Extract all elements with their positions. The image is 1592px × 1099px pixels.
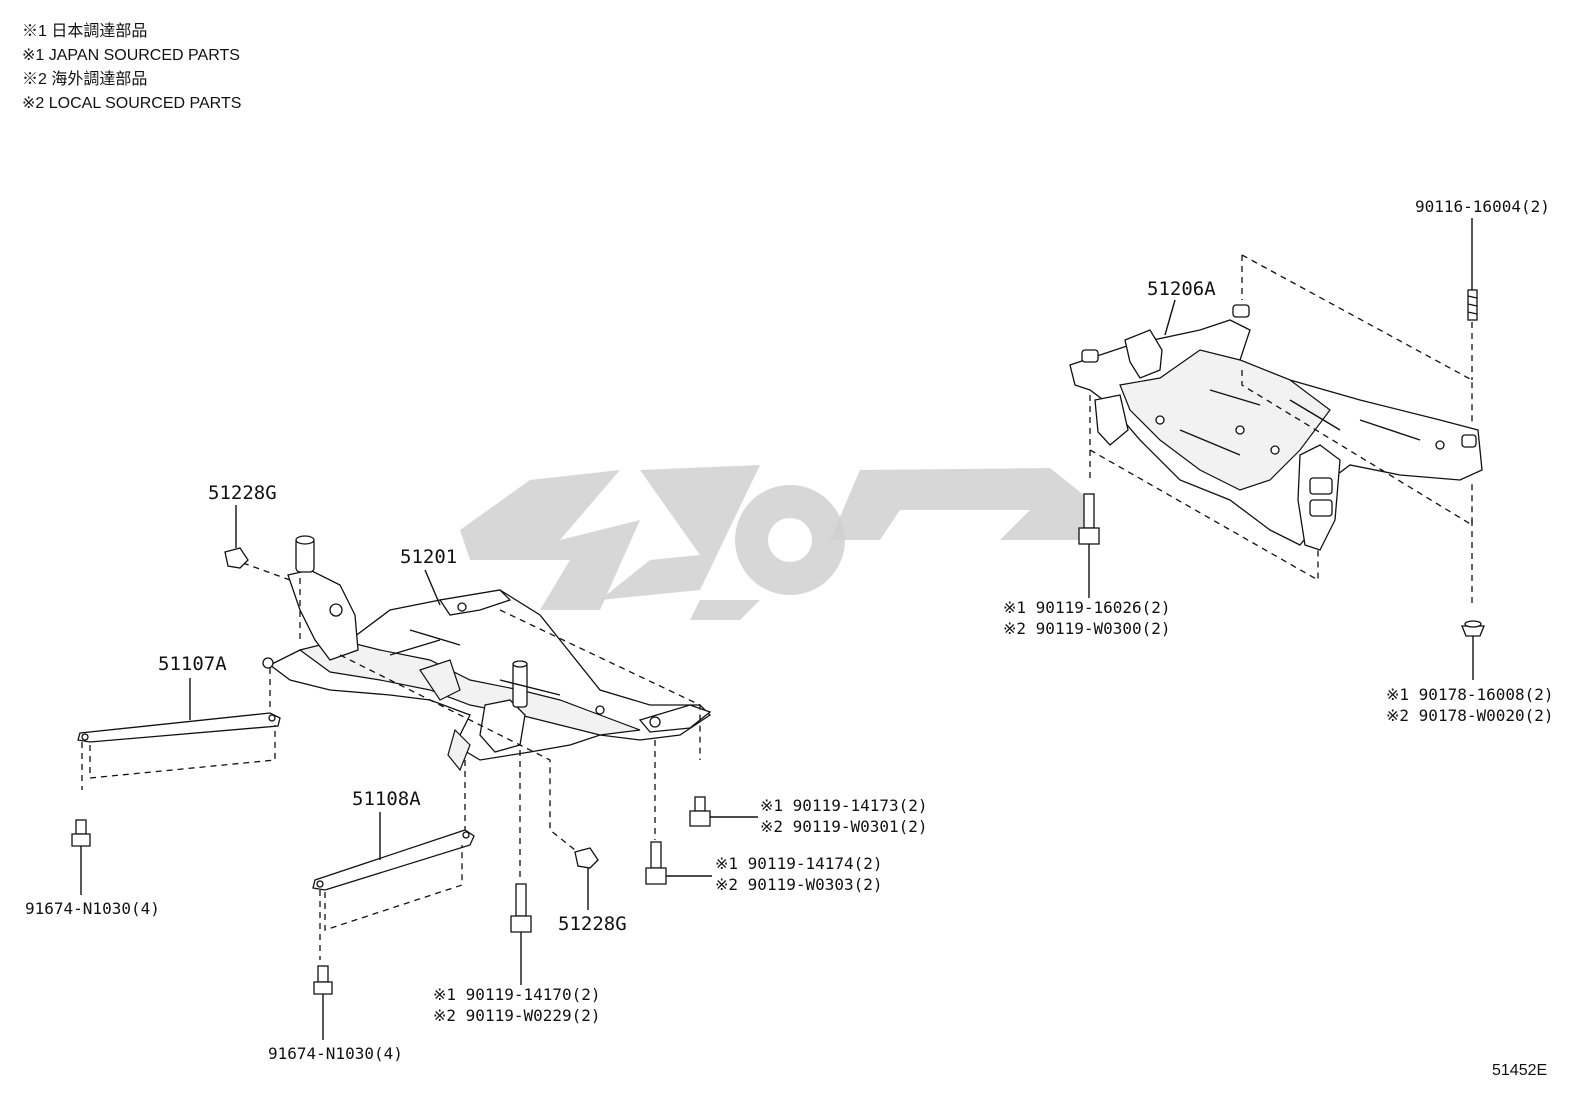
note-japan-en: ※1 JAPAN SOURCED PARTS bbox=[22, 47, 240, 64]
note-local-en: ※2 LOCAL SOURCED PARTS bbox=[22, 95, 241, 112]
label-90119-16026-j: ※1 90119-16026(2) bbox=[1003, 598, 1171, 617]
rear-crossmember-51206a bbox=[1069, 304, 1483, 551]
label-90119-w0229-l: ※2 90119-W0229(2) bbox=[433, 1006, 601, 1025]
label-90178-w0020-l: ※2 90178-W0020(2) bbox=[1386, 706, 1554, 725]
label-90119-14173-j: ※1 90119-14173(2) bbox=[760, 796, 928, 815]
bolt-90119-14170 bbox=[510, 883, 532, 985]
brace-51107a bbox=[77, 678, 281, 743]
nut-90178-16008 bbox=[1461, 620, 1485, 680]
label-51108a: 51108A bbox=[352, 788, 421, 810]
label-90178-16008-j: ※1 90178-16008(2) bbox=[1386, 685, 1554, 704]
label-90116-16004: 90116-16004(2) bbox=[1415, 197, 1550, 216]
label-90119-14170-j: ※1 90119-14170(2) bbox=[433, 985, 601, 1004]
label-90119-w0303-l: ※2 90119-W0303(2) bbox=[715, 875, 883, 894]
bolt-91674-left bbox=[71, 819, 91, 895]
brace-51108a bbox=[312, 812, 475, 891]
label-51107a: 51107A bbox=[158, 653, 227, 675]
bolt-90119-16026 bbox=[1078, 493, 1100, 598]
label-90119-14174-j: ※1 90119-14174(2) bbox=[715, 854, 883, 873]
watermark-logo bbox=[460, 465, 1090, 620]
label-51228g-bottom: 51228G bbox=[558, 913, 627, 935]
bolt-90119-14174 bbox=[645, 841, 712, 885]
note-local-jp: ※2 海外調達部品 bbox=[22, 70, 147, 88]
bracket-51228g-top bbox=[224, 505, 249, 569]
bolt-90119-14173 bbox=[689, 796, 758, 827]
label-90119-w0301-l: ※2 90119-W0301(2) bbox=[760, 817, 928, 836]
note-japan-jp: ※1 日本調達部品 bbox=[22, 22, 147, 40]
label-91674-left: 91674-N1030(4) bbox=[25, 899, 160, 918]
bolt-91674-bottom bbox=[313, 965, 333, 1040]
sourcing-notes: ※1 日本調達部品 ※1 JAPAN SOURCED PARTS ※2 海外調達… bbox=[22, 22, 241, 112]
stud-90116-16004 bbox=[1467, 218, 1478, 380]
label-90119-w0300-l: ※2 90119-W0300(2) bbox=[1003, 619, 1171, 638]
diagram-id: 51452E bbox=[1492, 1062, 1547, 1079]
label-51201: 51201 bbox=[400, 546, 457, 568]
front-crossmember-51201 bbox=[262, 535, 712, 772]
label-51228g-top: 51228G bbox=[208, 482, 277, 504]
bracket-51228g-bottom bbox=[574, 847, 599, 910]
label-51206a: 51206A bbox=[1147, 278, 1216, 300]
label-91674-bottom: 91674-N1030(4) bbox=[268, 1044, 403, 1063]
